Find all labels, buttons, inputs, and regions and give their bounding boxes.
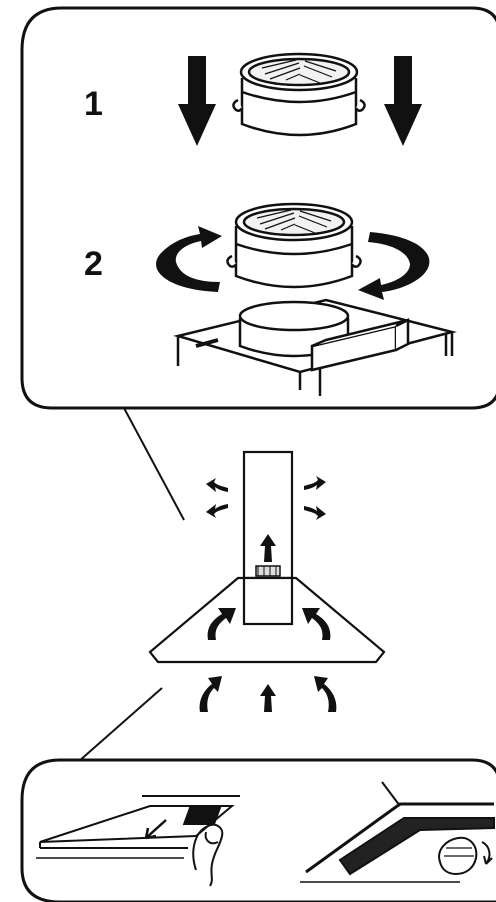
step-1-label: 1	[84, 85, 103, 123]
grease-filter-panel	[20, 758, 496, 902]
motor-housing	[173, 298, 457, 396]
filter-latch-illustration	[36, 795, 240, 887]
panel-border	[20, 758, 496, 902]
connector-line	[77, 687, 163, 763]
carbon-filter-icon	[232, 52, 366, 137]
rotate-icon	[156, 226, 430, 300]
cooker-hood	[148, 450, 386, 664]
step-2-label: 2	[84, 245, 103, 283]
filter-remove-illustration	[300, 781, 495, 883]
arrow-down-icon	[384, 56, 422, 146]
airflow-arrow-icon	[199, 476, 337, 712]
carbon-filter-icon	[226, 202, 362, 289]
filter-install-panel: 1 2	[20, 6, 496, 410]
arrow-down-icon	[178, 56, 216, 146]
connector-line	[123, 407, 185, 521]
